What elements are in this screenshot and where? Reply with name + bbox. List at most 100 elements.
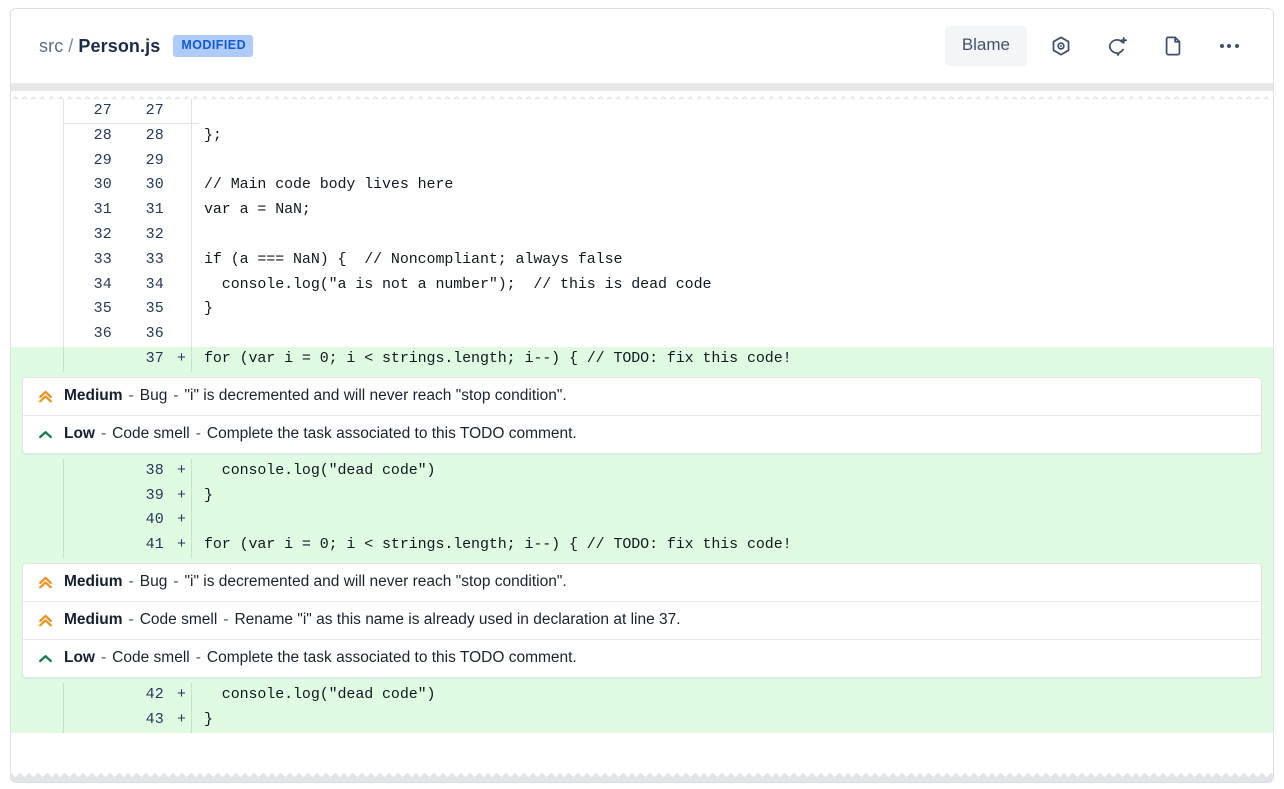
- issue-separator: -: [195, 649, 201, 667]
- diff-sign: +: [177, 685, 187, 703]
- code-line-added[interactable]: 40+: [11, 508, 1273, 534]
- code-line-added[interactable]: 42+ console.log("dead code"): [11, 682, 1273, 708]
- diff-sign: [173, 297, 191, 322]
- gutter-spacer: [11, 707, 63, 733]
- header-actions: Blame: [944, 25, 1251, 67]
- chevron-up-icon: [35, 424, 55, 444]
- line-number-old: [63, 682, 121, 708]
- line-number-new: 36: [145, 325, 164, 343]
- line-number-old: [63, 508, 121, 534]
- breadcrumb-separator: /: [68, 35, 74, 56]
- line-number-old: 36: [63, 322, 121, 347]
- code-line-text: [191, 508, 1273, 534]
- diff-sign: [173, 322, 191, 347]
- code-line-text: }: [191, 707, 1273, 733]
- gutter-spacer: [11, 198, 63, 223]
- breadcrumb-filename[interactable]: Person.js: [78, 35, 161, 56]
- issue-type: Bug: [139, 573, 168, 591]
- issue-separator: -: [128, 573, 134, 591]
- file-preview-button[interactable]: [1151, 25, 1195, 67]
- issues-region: Medium-Bug-"i" is decremented and will n…: [11, 557, 1273, 683]
- issue-message: Complete the task associated to this TOD…: [206, 649, 577, 667]
- code-line-added[interactable]: 38+ console.log("dead code"): [11, 458, 1273, 484]
- gutter-spacer: [11, 458, 63, 484]
- line-number-old: [63, 458, 121, 484]
- issue-row[interactable]: Medium-Bug-"i" is decremented and will n…: [23, 378, 1261, 415]
- issue-severity: Medium: [64, 387, 123, 405]
- issue-separator: -: [101, 649, 107, 667]
- line-number-new: 33: [145, 250, 164, 268]
- issue-row[interactable]: Medium-Bug-"i" is decremented and will n…: [23, 564, 1261, 601]
- line-number-old: [63, 707, 121, 733]
- more-options-button[interactable]: [1207, 25, 1251, 67]
- issue-separator: -: [173, 573, 179, 591]
- chevron-up-icon: [35, 648, 55, 668]
- sonar-hexagon-button[interactable]: [1039, 25, 1083, 67]
- gutter-spacer: [11, 322, 63, 347]
- line-number-new: 35: [145, 300, 164, 318]
- code-line-text: var a = NaN;: [191, 198, 1273, 223]
- issue-separator: -: [223, 611, 229, 629]
- diff-sign: [173, 173, 191, 198]
- line-number-new: 39: [145, 486, 164, 504]
- issue-severity: Medium: [64, 611, 123, 629]
- code-line-added[interactable]: 39+}: [11, 483, 1273, 509]
- issue-row[interactable]: Medium-Code smell-Rename "i" as this nam…: [23, 600, 1261, 639]
- issue-message: Rename "i" as this name is already used …: [234, 611, 681, 629]
- diff-truncation-bottom: [11, 766, 1273, 782]
- issue-severity: Medium: [64, 573, 123, 591]
- code-line-context[interactable]: 36 36: [11, 322, 1273, 347]
- issue-type: Bug: [139, 387, 168, 405]
- issue-type: Code smell: [112, 649, 190, 667]
- line-number-old: [63, 533, 121, 558]
- code-line-text: [191, 322, 1273, 347]
- gutter-spacer: [11, 223, 63, 248]
- code-line-text: [191, 99, 1273, 124]
- issue-separator: -: [101, 425, 107, 443]
- diff-sign: +: [177, 486, 187, 504]
- code-line-added[interactable]: 43 +}: [11, 707, 1273, 733]
- line-number-new: 32: [145, 225, 164, 243]
- issue-severity: Low: [64, 425, 95, 443]
- code-line-text: console.log("dead code"): [191, 682, 1273, 708]
- issue-message: Complete the task associated to this TOD…: [206, 425, 577, 443]
- code-line-text: console.log("a is not a number"); // thi…: [191, 272, 1273, 298]
- code-line-text: if (a === NaN) { // Noncompliant; always…: [191, 247, 1273, 273]
- issue-row[interactable]: Low-Code smell-Complete the task associa…: [23, 638, 1261, 677]
- diff-truncation-top: [11, 83, 1273, 99]
- code-line-text: for (var i = 0; i < strings.length; i--)…: [191, 533, 1273, 558]
- line-number-new: 38: [145, 461, 164, 479]
- code-line-added[interactable]: 41+for (var i = 0; i < strings.length; i…: [11, 533, 1273, 558]
- code-line-added[interactable]: 37+for (var i = 0; i < strings.length; i…: [11, 346, 1273, 372]
- breadcrumb-directory[interactable]: src: [39, 35, 64, 56]
- diff-sign: [173, 223, 191, 248]
- chevron-double-up-icon: [35, 610, 55, 630]
- code-line-context[interactable]: 32 32: [11, 222, 1273, 248]
- diff-sign: [173, 99, 191, 124]
- line-number-old: 32: [63, 222, 121, 248]
- gutter-spacer: [11, 533, 63, 558]
- gutter-spacer: [11, 149, 63, 174]
- line-number-new: 43: [145, 710, 164, 728]
- blame-button[interactable]: Blame: [944, 26, 1027, 66]
- add-comment-button[interactable]: [1095, 25, 1139, 67]
- chevron-double-up-icon: [35, 386, 55, 406]
- gutter-spacer: [11, 346, 63, 372]
- issue-row[interactable]: Low-Code smell-Complete the task associa…: [23, 414, 1261, 453]
- issue-separator: -: [128, 387, 134, 405]
- breadcrumb: src / Person.js MODIFIED: [39, 35, 254, 57]
- line-number-old: 27: [63, 99, 121, 124]
- code-line-text: [191, 222, 1273, 248]
- line-number-old: 30: [63, 173, 121, 199]
- diff-sign: +: [177, 710, 187, 728]
- chevron-double-up-icon: [35, 572, 55, 592]
